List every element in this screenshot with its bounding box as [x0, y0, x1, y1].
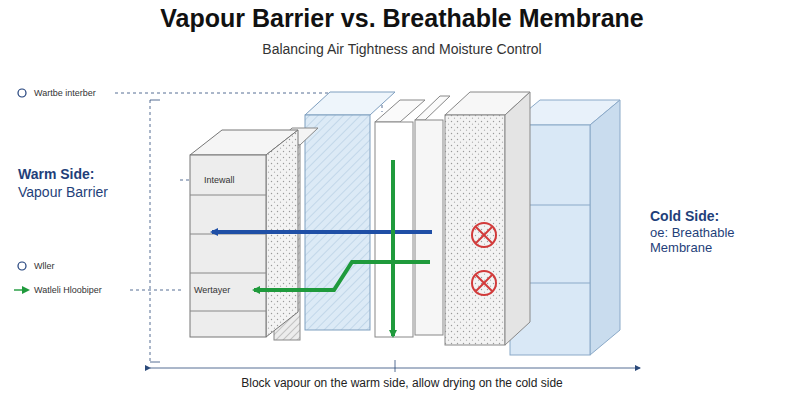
layer-label: Intewall: [203, 175, 236, 185]
side-heading: Warm Side:: [18, 166, 95, 182]
layer-label: Wertayer: [193, 285, 231, 295]
diagram-caption: Block vapour on the warm side, allow dry…: [2, 377, 800, 391]
subtitle: Balancing Air Tightness and Moisture Con…: [2, 41, 800, 57]
side-subheading: Vapour Barrier: [18, 184, 108, 200]
side-subheading: oe: Breathable Membrane: [650, 226, 795, 256]
side-note: Watleli Hloobiper: [34, 285, 102, 295]
side-note: Wartbe interber: [34, 88, 96, 98]
side-note: Wller: [34, 261, 55, 271]
diagram-title: Vapour Barrier vs. Breathable Membrane: [2, 4, 800, 33]
side-heading: Cold Side:: [650, 208, 719, 224]
